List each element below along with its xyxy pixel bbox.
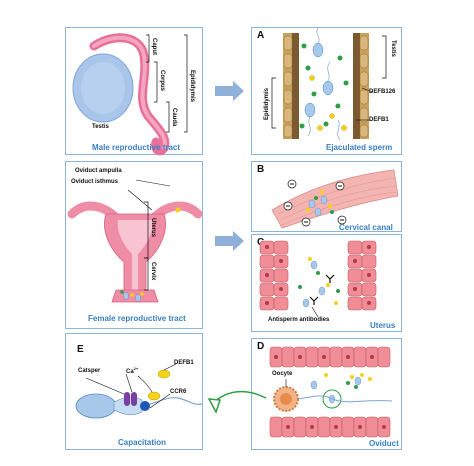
calcium-charge: 2+ [133,366,139,371]
testis-label: Testis [92,124,109,130]
panel-b-caption: Cervical canal [339,223,393,232]
cauda-label: Cauda [171,108,177,127]
panel-d-caption: Oviduct [369,439,399,448]
epididymis-label-a: Epididymis [264,87,270,120]
caput-label: Caput [151,38,157,55]
antisperm-antibodies-label: Antisperm antibodies [268,317,330,323]
panel-a: A [251,27,402,155]
defb126-label: DEFB126 [369,89,396,95]
cervical-canal-illustration [271,169,399,229]
defb1-label-e: DEFB1 [174,360,194,366]
male-tract-illustration [72,33,188,156]
oviduct-isthmus-label: Oviduct isthmus [71,179,119,185]
corpus-label: Corpus [159,70,165,91]
panel-c: C Antisperm antibodies Uterus [251,234,402,332]
oviduct-illustration [269,346,393,438]
epididymis-label: Epididymis [189,70,195,103]
testis-label-a: Testis [390,40,396,57]
panel-a-letter: A [257,30,265,41]
male-tract-caption: Male reproductive tract [92,143,181,152]
panel-e-caption: Capacitation [118,438,167,447]
oocyte-label: Oocyte [272,371,293,377]
panel-c-caption: Uterus [370,321,396,330]
female-tract-caption: Female reproductive tract [88,314,186,323]
capacitation-illustration [75,363,203,419]
female-tract-illustration [67,179,203,303]
panel-e: E Catsper Ca2+ DEFB1 CCR6 Capacitation [65,333,203,450]
uterus-illustration [259,240,377,318]
calcium-text: Ca [126,369,134,375]
ccr6-label: CCR6 [170,389,187,395]
catsper-label: Catsper [78,368,101,374]
panel-a-caption: Ejaculated sperm [326,143,393,152]
male-tract-panel: Caput Corpus Cauda Epididymis Testis Mal… [65,27,203,156]
panel-b: B Cervical canal [251,161,402,232]
panel-e-letter: E [77,344,84,355]
oviduct-ampulla-label: Oviduct ampulla [75,168,122,174]
panel-d-letter: D [257,341,265,352]
panel-d: D Oocyte Oviduct [251,338,402,450]
calcium-label: Ca2+ [126,366,138,375]
female-tract-panel: Oviduct ampulla Oviduct isthmus Uterus C… [65,161,203,329]
cervix-label: Cervix [150,262,156,281]
defb1-label-a: DEFB1 [369,117,389,123]
uterus-label: Uterus [150,218,156,238]
panel-b-letter: B [257,164,265,175]
ejaculated-sperm-illustration [271,28,387,141]
